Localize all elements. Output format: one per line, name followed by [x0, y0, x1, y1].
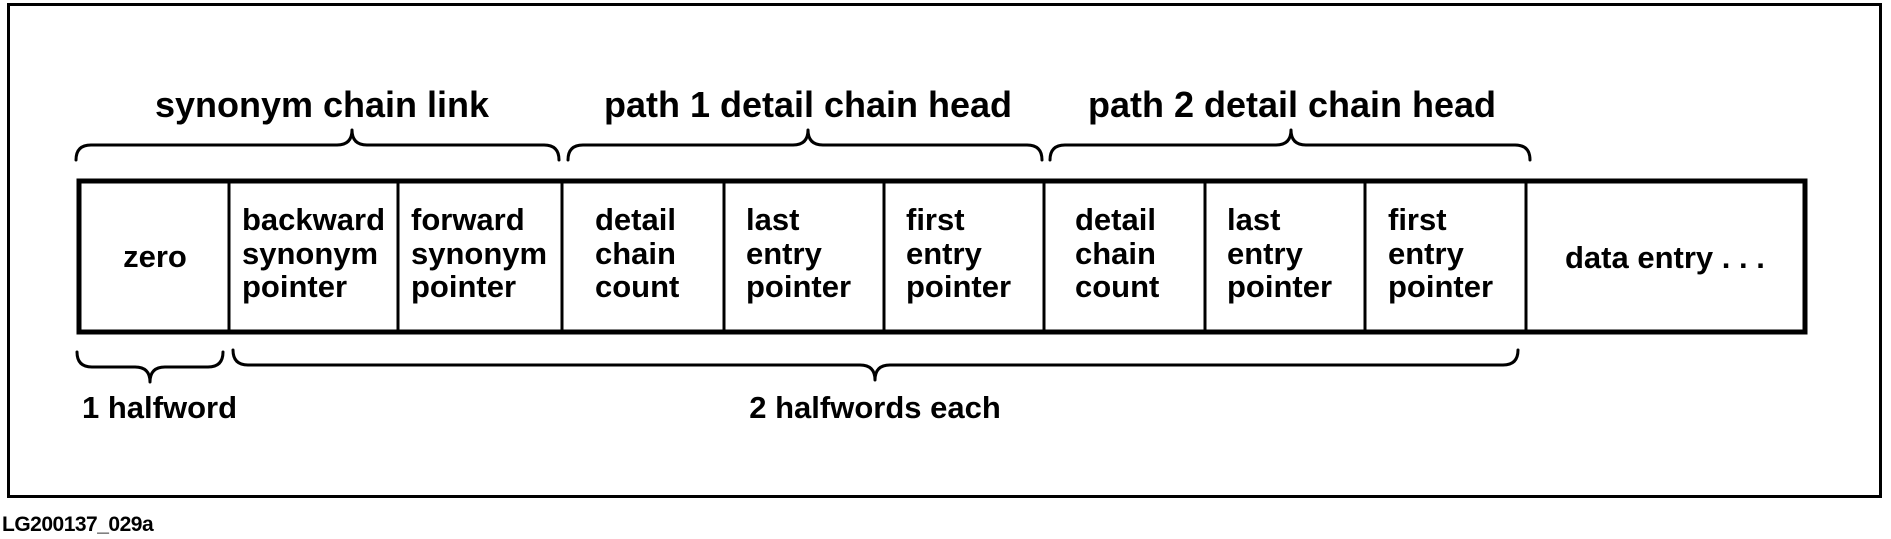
record-outline	[76, 178, 1808, 335]
field-label-forward-synonym-pointer: forward synonym pointer	[411, 202, 556, 304]
size-label-one-halfword: 1 halfword	[82, 390, 237, 425]
brace-synonym-chain-link	[74, 128, 561, 162]
field-label-backward-synonym-pointer: backward synonym pointer	[242, 202, 394, 304]
field-cell-path-2-first-entry-pointer	[1363, 179, 1528, 334]
group-label-path-1-detail-chain-head: path 1 detail chain head	[604, 84, 1012, 125]
diagram-frame	[7, 3, 1882, 498]
brace-path-2-detail-chain-head	[1048, 128, 1532, 162]
field-cell-path-1-detail-chain-count	[560, 179, 726, 334]
field-label-path-2-last-entry-pointer: last entry pointer	[1227, 202, 1332, 304]
group-label-synonym-chain-link: synonym chain link	[155, 84, 490, 125]
group-label-path-2-detail-chain-head: path 2 detail chain head	[1088, 84, 1496, 125]
field-label-zero: zero	[123, 239, 187, 274]
field-label-path-1-last-entry-pointer: last entry pointer	[746, 202, 851, 304]
brace-two-halfwords-each	[231, 348, 1520, 382]
brace-path-1-detail-chain-head	[566, 128, 1044, 162]
field-label-path-1-detail-chain-count: detail chain count	[595, 202, 685, 304]
field-label-path-2-detail-chain-count: detail chain count	[1075, 202, 1165, 304]
size-label-two-halfwords-each: 2 halfwords each	[749, 390, 1001, 425]
record-fields	[76, 178, 1808, 335]
field-label-data-entry: data entry . . .	[1565, 240, 1765, 275]
figure-id: LG200137_029a	[2, 513, 154, 536]
field-label-path-1-first-entry-pointer: first entry pointer	[906, 202, 1011, 304]
brace-one-halfword	[75, 350, 225, 384]
field-label-path-2-first-entry-pointer: first entry pointer	[1388, 202, 1493, 304]
field-cell-data-entry	[1524, 179, 1807, 334]
field-cell-path-2-last-entry-pointer	[1203, 179, 1367, 334]
field-cell-path-1-first-entry-pointer	[882, 179, 1046, 334]
field-cell-path-2-detail-chain-count	[1042, 179, 1207, 334]
field-cell-backward-synonym-pointer	[227, 179, 400, 334]
